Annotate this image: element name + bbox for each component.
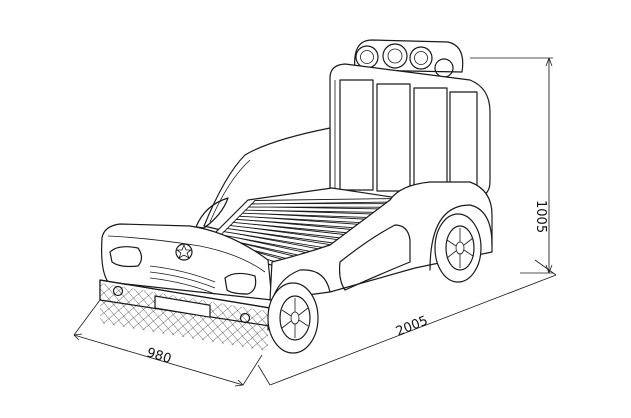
dimension-length-label: 2005 bbox=[394, 313, 430, 339]
front-wheel bbox=[267, 282, 319, 354]
headboard bbox=[329, 39, 491, 201]
side-rail-near bbox=[267, 181, 493, 331]
dimension-width-label: 980 bbox=[145, 345, 173, 367]
front-hood bbox=[99, 223, 273, 352]
rear-wheel bbox=[434, 213, 482, 283]
dimension-lines bbox=[73, 57, 557, 387]
slat bbox=[251, 198, 395, 205]
dimension-height-label: 1005 bbox=[533, 200, 548, 233]
